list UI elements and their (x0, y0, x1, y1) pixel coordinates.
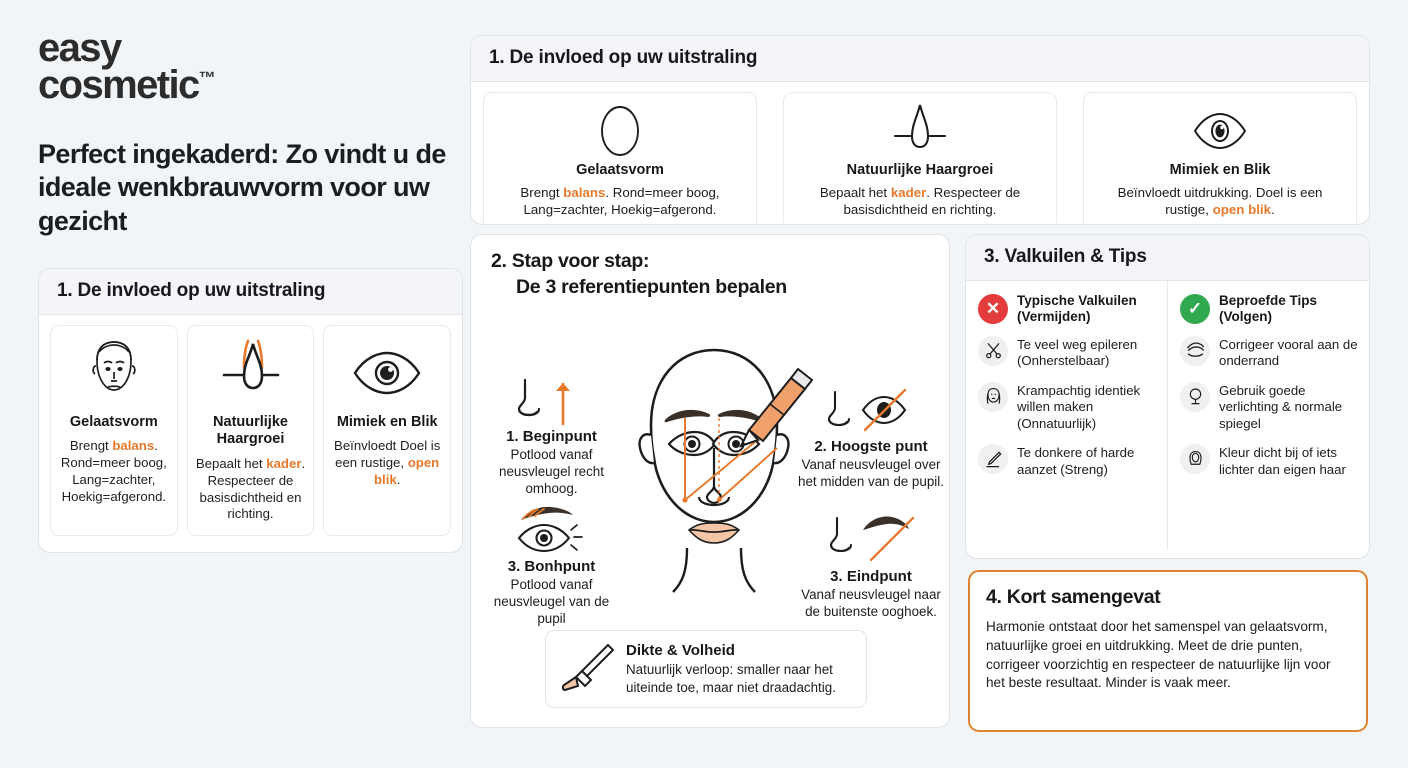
pitfall-item: Te donkere of harde aanzet (Streng) (978, 444, 1157, 478)
section1-card-title: Mimiek en Blik (1169, 162, 1271, 178)
tip-text: Corrigeer vooral aan de onderrand (1219, 336, 1358, 369)
sidebar-card-desc: Beïnvloedt Doel is een rustige, open bli… (334, 438, 441, 488)
step-desc: Potlood vanaf neusvleugel van de pupil (493, 577, 610, 627)
eye-icon (351, 336, 423, 410)
thickness-desc: Natuurlijk verloop: smaller naar het uit… (626, 662, 836, 695)
sidebar-card-mimiek: Mimiek en Blik Beïnvloedt Doel is een ru… (323, 325, 452, 537)
worried-face-icon (978, 381, 1008, 412)
thickness-callout: Dikte & Volheid Natuurlijk verloop: smal… (545, 630, 867, 708)
section1-panel: 1. De invloed op uw uitstraling Gelaatsv… (470, 35, 1370, 225)
section1-card-mimiek: Mimiek en Blik Beïnvloedt uitdrukking. D… (1083, 92, 1357, 224)
section1-card-desc: Brengt balans. Rond=meer boog, Lang=zach… (520, 185, 720, 218)
section1-card-title: Natuurlijke Haargroei (846, 162, 994, 178)
sidebar-card-desc: Brengt balans. Rond=meer boog, Lang=zach… (60, 438, 167, 505)
step-label-eindpunt: 3. Eindpunt Vanaf neusvleugel naar de bu… (796, 568, 946, 621)
sidebar-card-title: Mimiek en Blik (336, 414, 438, 430)
section1-card-desc: Beïnvloedt uitdrukking. Doel is een rust… (1117, 185, 1323, 218)
tips-heading: ✓ Beproefde Tips (Volgen) (1180, 293, 1359, 325)
tip-item: Gebruik goede verlichting & normale spie… (1180, 381, 1359, 433)
section1-card-desc: Bepaalt het kader. Respecteer de basisdi… (819, 185, 1021, 218)
step-title: 2. Hoogste punt (814, 438, 928, 456)
tip-item: Corrigeer vooral aan de onderrand (1180, 335, 1359, 370)
section1-card-list: Gelaatsvorm Brengt balans. Rond=meer boo… (471, 82, 1369, 224)
brow-eye-icon (1180, 335, 1210, 366)
sidebar-card-list: Gelaatsvorm Brengt balans. Rond=meer boo… (39, 315, 462, 548)
sidebar-card-title: Natuurlijke Haargroei (213, 414, 288, 448)
section2-title-line2: De 3 referentiepunten bepalen (516, 275, 787, 298)
nose-brow-line-icon (823, 512, 923, 569)
sidebar-card-haargroei: Natuurlijke Haargroei Bepaalt het kader.… (186, 325, 315, 537)
section1-card-title: Gelaatsvorm (576, 162, 664, 178)
section4-panel: 4. Kort samengevat Harmonie ontstaat doo… (968, 570, 1368, 732)
makeup-brush-icon (558, 641, 616, 698)
sidebar-card-title: Gelaatsvorm (69, 414, 158, 430)
step-desc: Vanaf neusvleugel over het midden van de… (798, 457, 944, 490)
step-title: 1. Beginpunt (506, 428, 597, 446)
face-diagram: 1. Beginpunt Potlood vanaf neusvleugel r… (471, 300, 949, 630)
tips-heading-text: Beproefde Tips (Volgen) (1219, 293, 1318, 324)
face-portrait-icon (83, 336, 145, 410)
sidebar-card-gelaatsvorm: Gelaatsvorm Brengt balans. Rond=meer boo… (50, 325, 178, 537)
step-desc: Vanaf neusvleugel naar de buitenste oogh… (801, 587, 941, 620)
section4-title: 4. Kort samengevat (986, 586, 1161, 608)
section3-panel: 3. Valkuilen & Tips ✕ Typische Valkuilen… (965, 234, 1370, 559)
section1-title: 1. De invloed op uw uitstraling (471, 36, 1369, 82)
section2-title-line1: 2. Stap voor stap: (491, 250, 650, 272)
step-label-bonhpunt: 3. Bonhpunt Potlood vanaf neusvleugel va… (479, 558, 624, 628)
pitfalls-heading-text: Typische Valkuilen (Vermijden) (1017, 293, 1137, 324)
pencil-icon (738, 368, 814, 449)
cross-badge-icon: ✕ (978, 293, 1008, 324)
section1-card-haargroei: Natuurlijke Haargroei Bepaalt het kader.… (783, 92, 1057, 224)
tip-text: Gebruik goede verlichting & normale spie… (1219, 382, 1343, 431)
brand-logo: easy cosmetic™ (38, 28, 216, 107)
brand-line-2: cosmetic (38, 62, 200, 107)
mirror-icon (1180, 381, 1210, 412)
trademark-symbol: ™ (198, 68, 216, 88)
section1-card-gelaatsvorm: Gelaatsvorm Brengt balans. Rond=meer boo… (483, 92, 757, 224)
section3-columns: ✕ Typische Valkuilen (Vermijden) Te veel… (966, 281, 1369, 550)
brand-line-1: easy (38, 26, 122, 70)
pitfall-text: Te donkere of harde aanzet (Streng) (1017, 445, 1135, 477)
check-badge-icon: ✓ (1180, 293, 1210, 324)
pitfalls-heading: ✕ Typische Valkuilen (Vermijden) (978, 293, 1157, 325)
brow-eye-icon (511, 502, 597, 559)
pitfall-text: Te veel weg epileren (Onherstelbaar) (1017, 336, 1138, 369)
page-title: Perfect ingekaderd: Zo vindt u de ideale… (38, 139, 446, 236)
sidebar-card-desc: Bepaalt het kader. Respecteer de basisdi… (195, 455, 306, 522)
nose-eye-line-icon (821, 386, 921, 443)
section3-title: 3. Valkuilen & Tips (966, 235, 1369, 281)
step-title: 3. Eindpunt (830, 568, 912, 586)
thickness-title: Dikte & Volheid (626, 642, 735, 660)
pitfall-item: Te veel weg epileren (Onherstelbaar) (978, 335, 1157, 370)
step-label-beginpunt: 1. Beginpunt Potlood vanaf neusvleugel r… (479, 428, 624, 498)
eye-icon (1192, 102, 1248, 160)
tips-column: ✓ Beproefde Tips (Volgen) Corrig (1168, 281, 1369, 550)
tip-item: Kleur dicht bij of iets lichter dan eige… (1180, 444, 1359, 478)
face-outline-icon (597, 102, 643, 160)
section4-body: Harmonie ontstaat door het samenspel van… (986, 619, 1331, 691)
section2-title: 2. Stap voor stap: De 3 referentiepunten… (471, 235, 949, 300)
step-label-hoogste-punt: 2. Hoogste punt Vanaf neusvleugel over h… (796, 438, 946, 491)
thickness-text: Dikte & Volheid Natuurlijk verloop: smal… (626, 642, 854, 695)
hair-follicle-icon (219, 336, 283, 410)
pitfall-text: Krampachtig identiek willen maken (Onnat… (1017, 382, 1141, 431)
nose-up-arrow-icon (509, 374, 587, 435)
pitfall-item: Krampachtig identiek willen maken (Onnat… (978, 381, 1157, 433)
pitfalls-column: ✕ Typische Valkuilen (Vermijden) Te veel… (966, 281, 1168, 550)
pencil-icon (978, 444, 1008, 475)
sidebar-panel: 1. De invloed op uw uitstraling (38, 268, 463, 553)
hair-follicle-icon (891, 102, 949, 160)
sidebar-panel-title: 1. De invloed op uw uitstraling (39, 269, 462, 315)
step-title: 3. Bonhpunt (507, 558, 596, 576)
woman-hair-icon (1180, 444, 1210, 475)
tip-text: Kleur dicht bij of iets lichter dan eige… (1219, 445, 1346, 477)
scissors-icon (978, 335, 1008, 366)
step-desc: Potlood vanaf neusvleugel recht omhoog. (499, 447, 604, 497)
